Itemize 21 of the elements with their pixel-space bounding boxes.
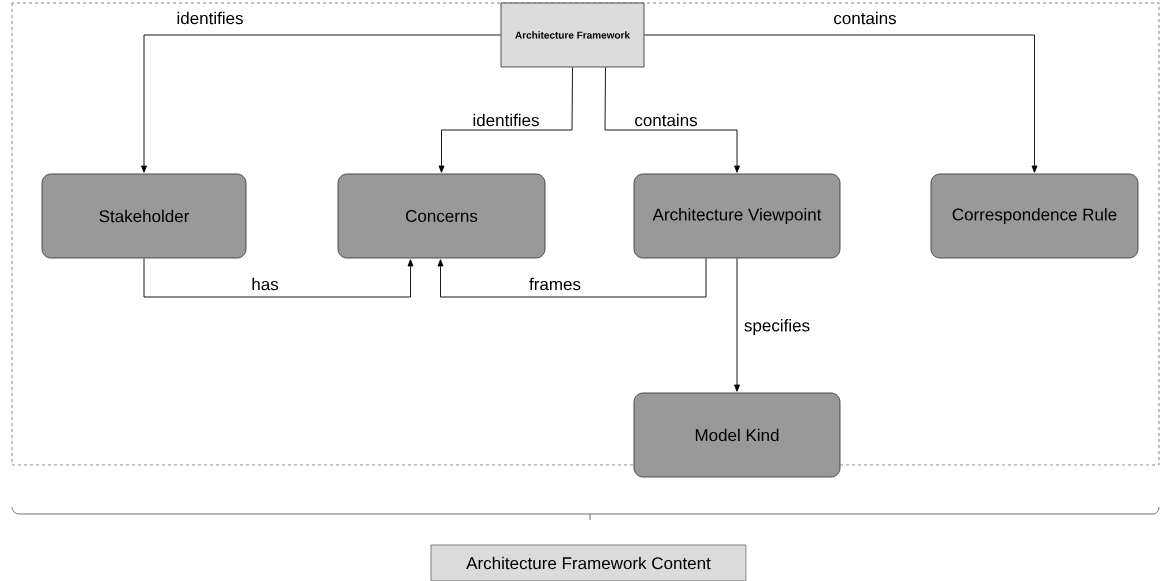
edge-label: identifies — [471, 112, 541, 128]
arrow — [141, 34, 501, 173]
framework-box: Architecture Framework — [500, 2, 645, 68]
edge-label: contains — [832, 10, 898, 26]
edge-label: specifies — [742, 318, 812, 336]
content-box: Architecture Framework Content — [430, 544, 747, 581]
arrow — [437, 258, 707, 298]
edge-label: frames — [528, 276, 582, 292]
arrow — [644, 34, 1038, 173]
edge-label: has — [250, 276, 280, 292]
arrow — [734, 258, 740, 392]
concept-box: Concerns — [337, 173, 546, 259]
concept-box: Architecture Viewpoint — [633, 173, 841, 259]
concept-box: Correspondence Rule — [930, 173, 1139, 259]
edge-label: contains — [633, 112, 699, 128]
arrow — [438, 67, 573, 173]
concept-box: Stakeholder — [41, 173, 247, 259]
arrow — [143, 258, 414, 298]
edge-label: identifies — [175, 10, 245, 26]
arrow — [604, 67, 740, 173]
concept-box: Model Kind — [633, 392, 841, 478]
